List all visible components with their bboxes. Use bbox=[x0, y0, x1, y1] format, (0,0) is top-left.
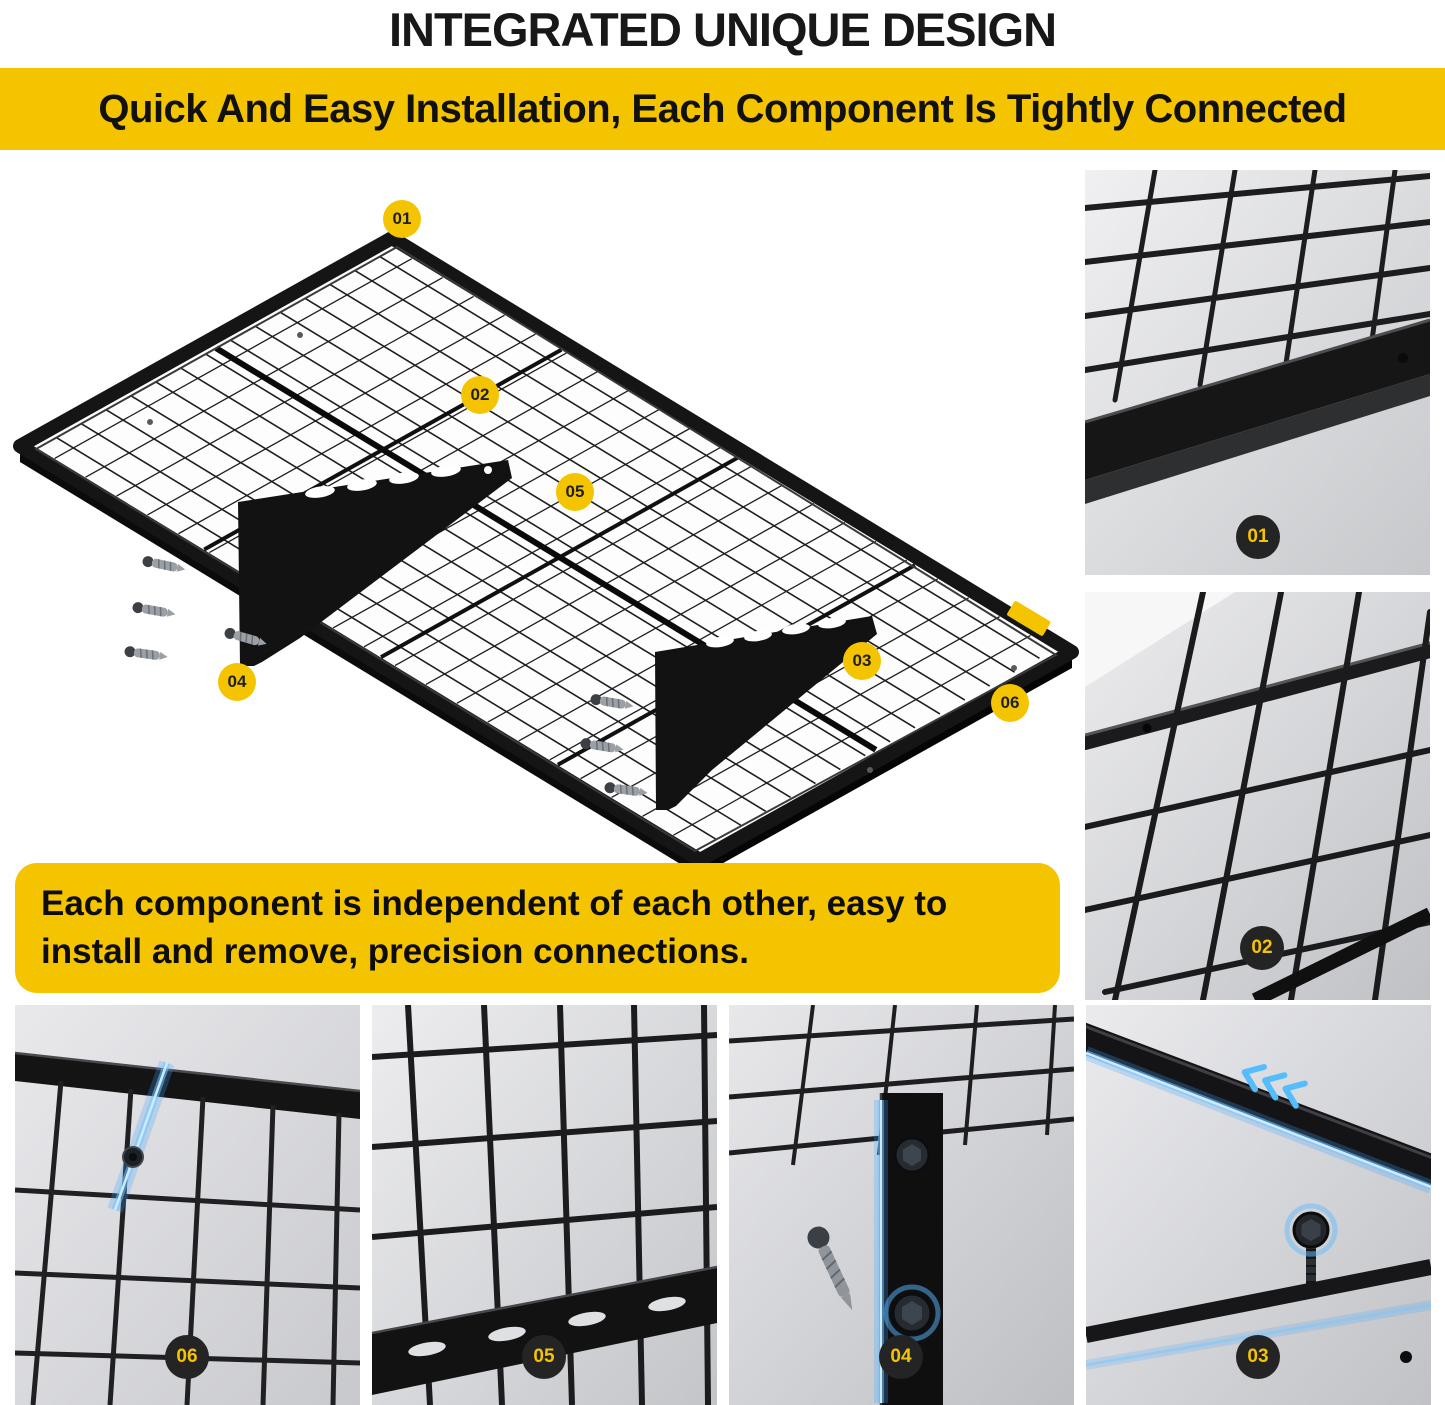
page-title: INTEGRATED UNIQUE DESIGN bbox=[388, 3, 1057, 56]
info-box: Each component is independent of each ot… bbox=[15, 863, 1060, 993]
shelf-frame-inner-rim bbox=[34, 245, 1058, 853]
closeup-badge-04: 04 bbox=[879, 1335, 923, 1379]
shelf-illustration bbox=[0, 160, 1080, 865]
wall-bracket-1 bbox=[238, 460, 512, 666]
headline-banner: Quick And Easy Installation, Each Compon… bbox=[0, 68, 1445, 150]
callout-badge-03: 03 bbox=[843, 642, 881, 680]
closeup-photo-05 bbox=[372, 1005, 717, 1405]
closeup-underside-mesh bbox=[1085, 592, 1430, 1000]
callout-badge-02: 02 bbox=[461, 376, 499, 414]
bolt-and-nut bbox=[1284, 1203, 1338, 1290]
info-box-text: Each component is independent of each ot… bbox=[41, 883, 948, 971]
shelf-top-frame bbox=[13, 231, 1079, 865]
headline-banner-text: Quick And Easy Installation, Each Compon… bbox=[98, 86, 1347, 131]
lag-screw bbox=[807, 1226, 853, 1311]
main-product-photo bbox=[0, 160, 1080, 865]
blue-highlight bbox=[1086, 1046, 1431, 1194]
support-bar bbox=[372, 1267, 717, 1395]
bracket-arm bbox=[1086, 1022, 1431, 1186]
callout-badge-01: 01 bbox=[383, 200, 421, 238]
closeup-badge-05: 05 bbox=[522, 1335, 566, 1379]
closeup-photo-01 bbox=[1085, 170, 1430, 575]
closeup-mesh bbox=[1085, 170, 1430, 403]
closeup-photo-02 bbox=[1085, 592, 1430, 1000]
brand-sticker bbox=[1007, 601, 1051, 636]
blue-highlight bbox=[107, 1060, 175, 1213]
frame-hole bbox=[297, 332, 303, 338]
frame-hole bbox=[867, 767, 873, 773]
frame-hole bbox=[147, 419, 153, 425]
closeup-badge-02: 02 bbox=[1240, 926, 1284, 970]
closeup-badge-06: 06 bbox=[165, 1335, 209, 1379]
frame-hole bbox=[1011, 665, 1017, 671]
chevron-arrows-icon bbox=[1241, 1064, 1308, 1109]
wall-bracket-2 bbox=[655, 616, 877, 810]
callout-badge-04: 04 bbox=[218, 663, 256, 701]
closeup-photo-03 bbox=[1086, 1005, 1431, 1405]
callout-badge-06: 06 bbox=[991, 684, 1029, 722]
closeup-badge-01: 01 bbox=[1236, 515, 1280, 559]
support-bar-slots bbox=[408, 1296, 686, 1357]
callout-badge-05: 05 bbox=[556, 473, 594, 511]
closeup-frame-bar bbox=[1085, 320, 1430, 480]
closeup-badge-03: 03 bbox=[1236, 1335, 1280, 1379]
